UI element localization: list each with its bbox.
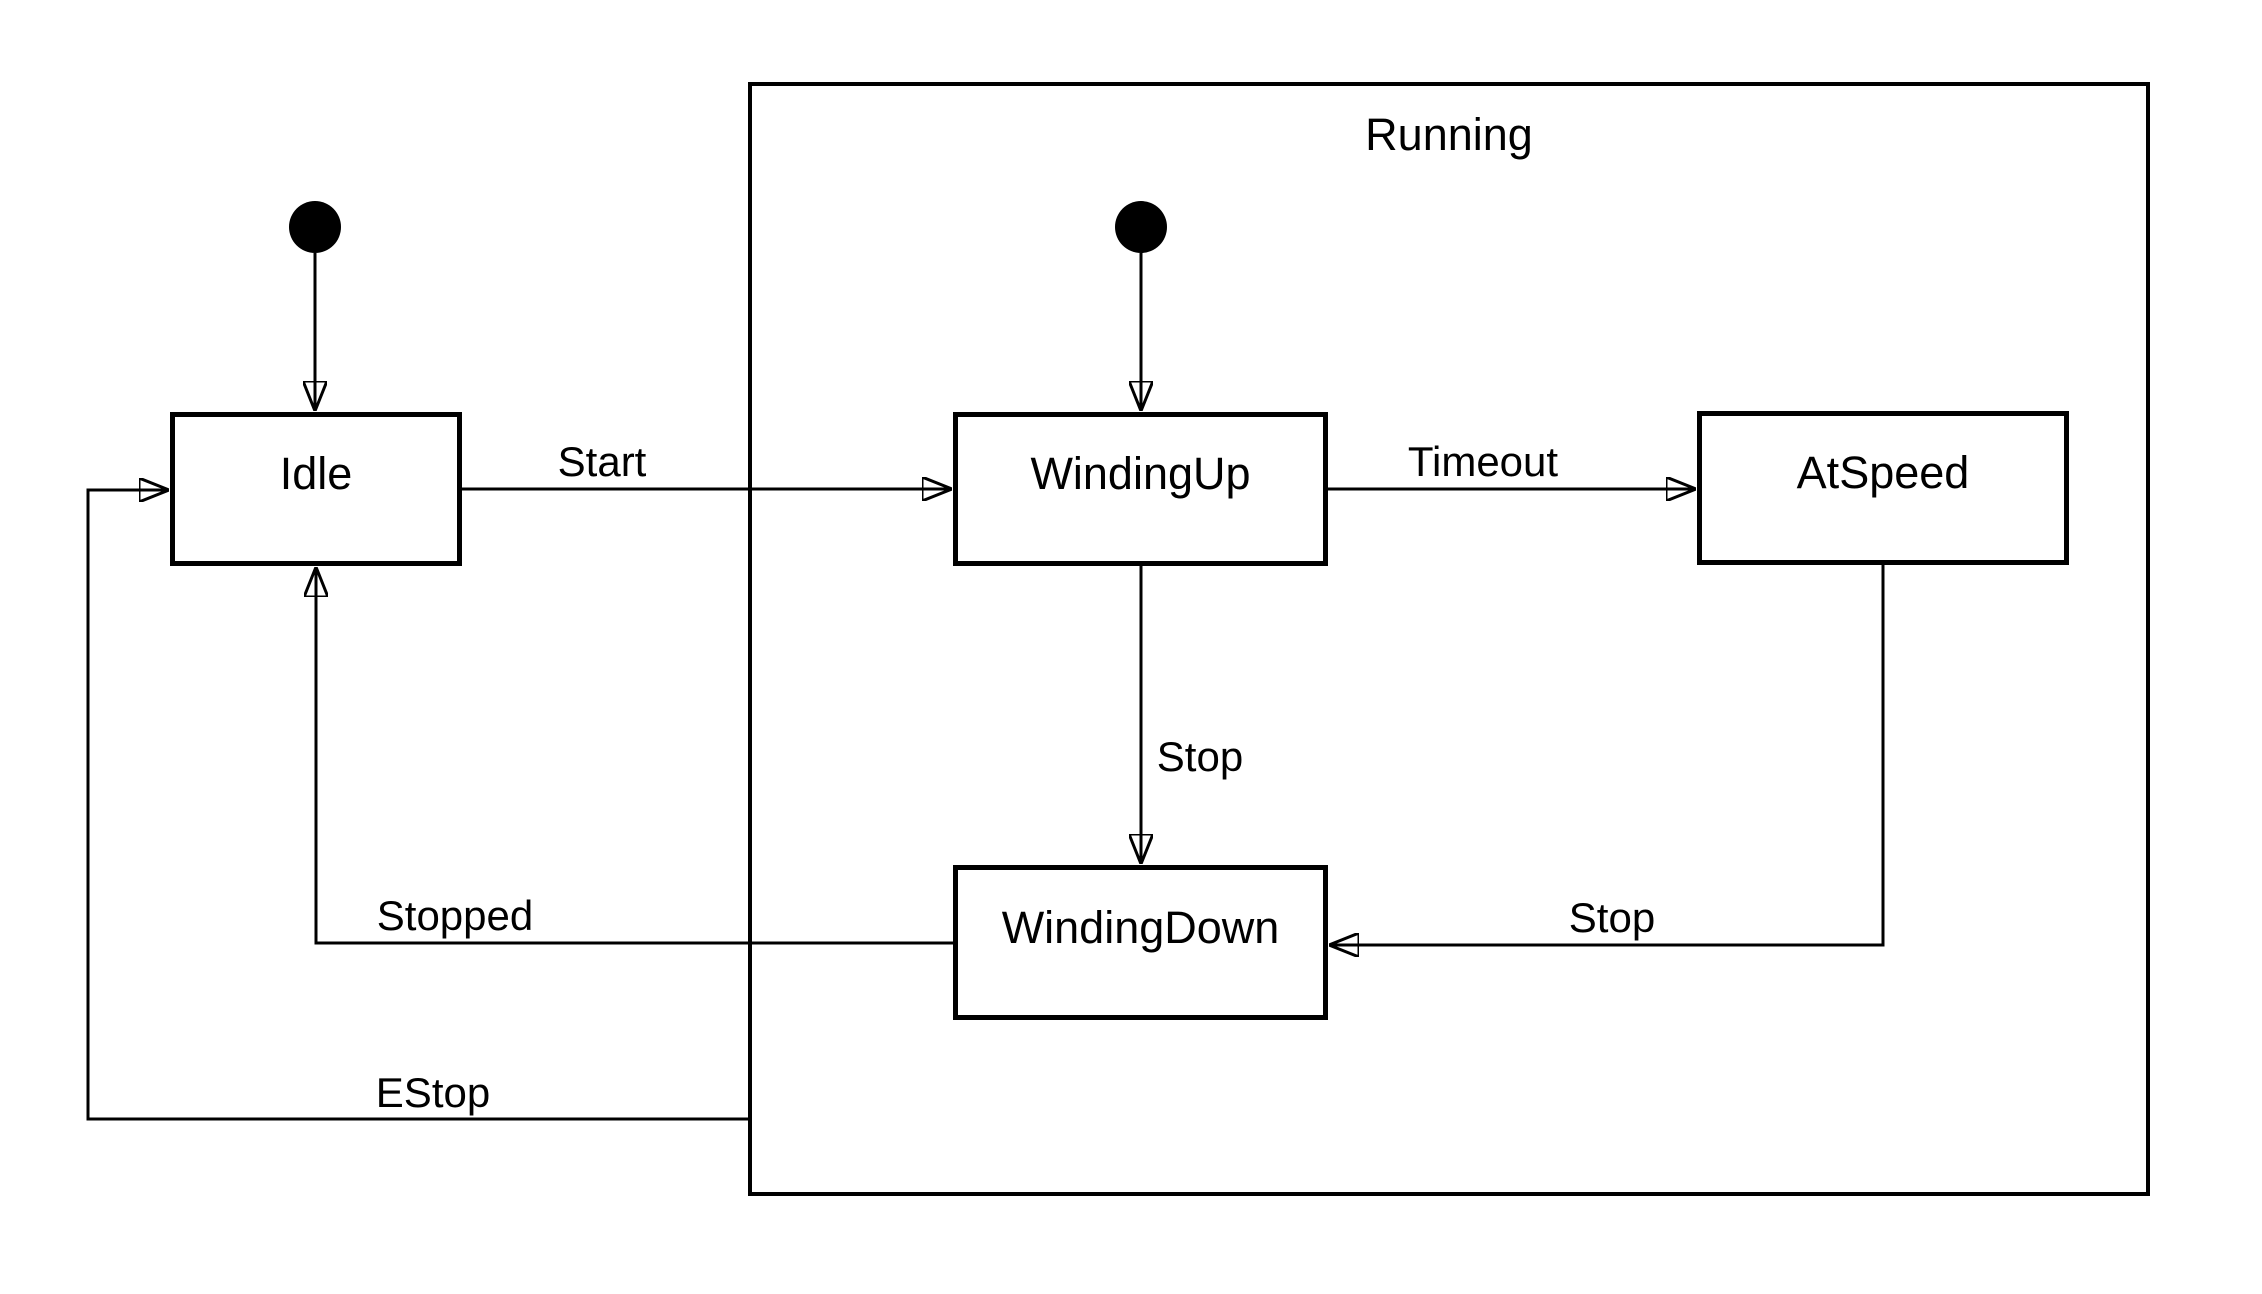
state-idle: Idle — [170, 412, 462, 566]
transition-estop-arrow — [86, 490, 748, 1121]
state-windingup: WindingUp — [953, 412, 1328, 566]
initial-state-dot-windingup — [1115, 201, 1167, 253]
composite-state-running-label: Running — [1365, 109, 1533, 160]
state-atspeed-label: AtSpeed — [1796, 447, 1970, 498]
state-windingdown-label: WindingDown — [1001, 901, 1280, 953]
transition-stop-atspeed-label: Stop — [1568, 894, 1656, 941]
composite-state-running: Running — [748, 82, 2150, 1196]
state-windingdown: WindingDown — [953, 865, 1328, 1020]
transition-stopped-label: Stopped — [376, 892, 534, 939]
transition-stopped-arrow — [316, 568, 953, 945]
state-idle-label: Idle — [279, 448, 353, 499]
transition-timeout-label: Timeout — [1407, 438, 1559, 485]
initial-state-dot-idle — [289, 201, 341, 253]
transition-stop-windingup-label: Stop — [1156, 733, 1244, 780]
transition-stop-atspeed-arrow — [1330, 565, 1885, 945]
state-atspeed: AtSpeed — [1697, 411, 2069, 565]
state-windingup-label: WindingUp — [1030, 448, 1251, 499]
transition-start-label: Start — [557, 438, 647, 485]
transition-estop-label: EStop — [375, 1069, 491, 1116]
